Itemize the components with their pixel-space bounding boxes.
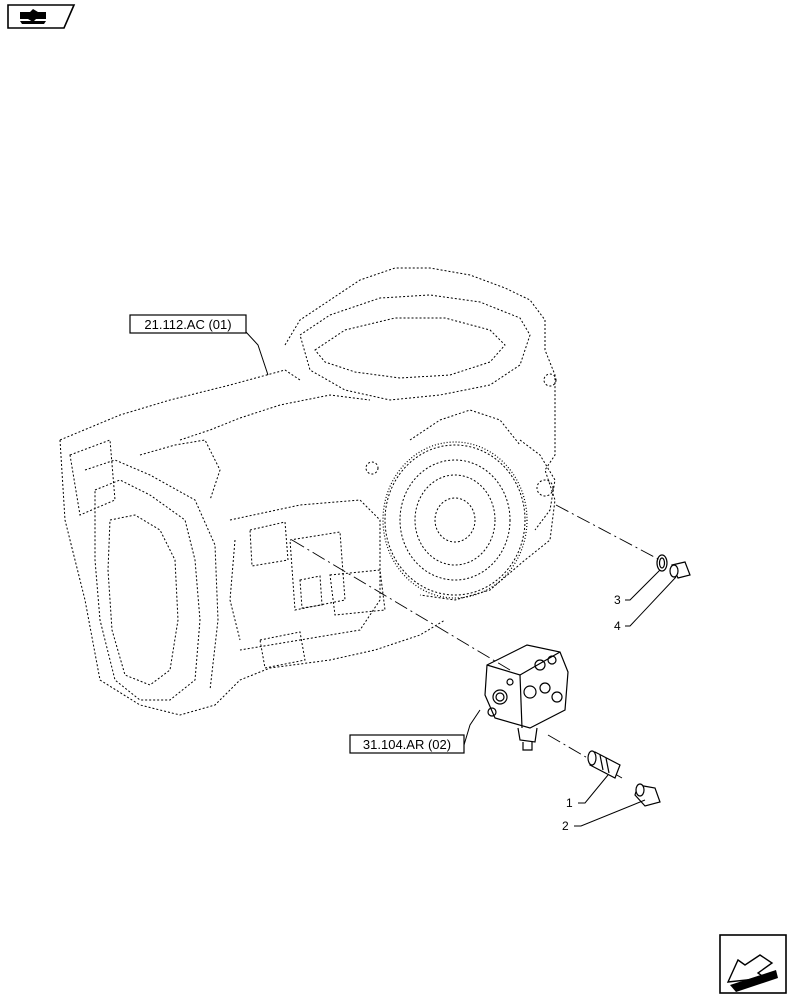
part-2-cap	[634, 783, 661, 807]
ring-gear	[382, 441, 528, 599]
callout-4: 4	[614, 619, 621, 633]
control-valve	[484, 644, 569, 751]
callout-leaders	[245, 331, 677, 827]
callout-2: 2	[562, 819, 569, 833]
part-3-o-ring	[656, 554, 668, 572]
part-1-fitting	[587, 750, 621, 779]
reference-transmission-case[interactable]: 21.112.AC (01)	[129, 314, 247, 334]
transmission-housing	[59, 267, 557, 716]
reference-control-valve[interactable]: 31.104.AR (02)	[349, 734, 465, 754]
reference-transmission-case-label: 21.112.AC (01)	[144, 317, 231, 332]
callout-1: 1	[566, 796, 573, 810]
previous-page-arrow-icon[interactable]	[719, 934, 787, 994]
assembly-centerlines	[291, 504, 661, 779]
callout-3: 3	[614, 593, 621, 607]
reference-control-valve-label: 31.104.AR (02)	[363, 737, 451, 752]
navigation-flag-icon[interactable]	[7, 4, 76, 29]
part-4-plug	[669, 561, 691, 579]
